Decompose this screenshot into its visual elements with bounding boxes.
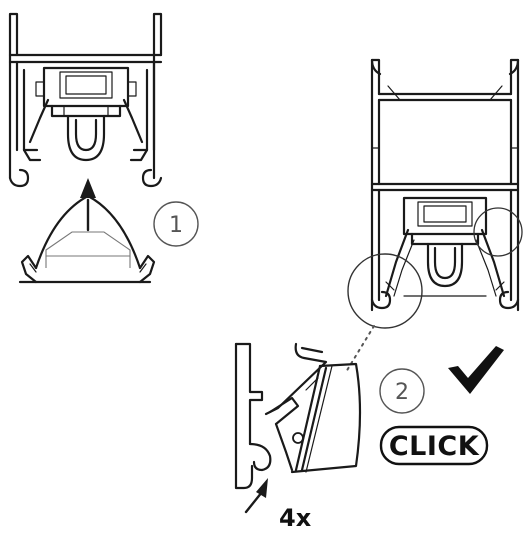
step-1-number: 1 xyxy=(169,213,183,238)
checkmark-icon xyxy=(448,346,504,394)
reflector-step1 xyxy=(18,194,156,284)
driver-module-step1 xyxy=(28,66,144,162)
arrow-up-icon xyxy=(80,178,96,232)
pointer-arrow-icon xyxy=(244,478,268,514)
clip-detail-enlarged xyxy=(234,342,362,490)
detail-circle-small xyxy=(473,207,523,257)
zoom-detail-circle xyxy=(347,253,423,329)
step-2-number: 2 xyxy=(395,380,409,405)
step-2-badge: 2 xyxy=(379,368,425,414)
step-1-badge: 1 xyxy=(153,201,199,247)
driver-module-step2 xyxy=(384,196,506,298)
quantity-label: 4x xyxy=(279,504,312,532)
profile-housing-step2 xyxy=(370,58,520,312)
click-badge: CLICK xyxy=(379,425,489,466)
profile-housing-step1 xyxy=(8,12,163,188)
click-label: CLICK xyxy=(389,431,480,462)
